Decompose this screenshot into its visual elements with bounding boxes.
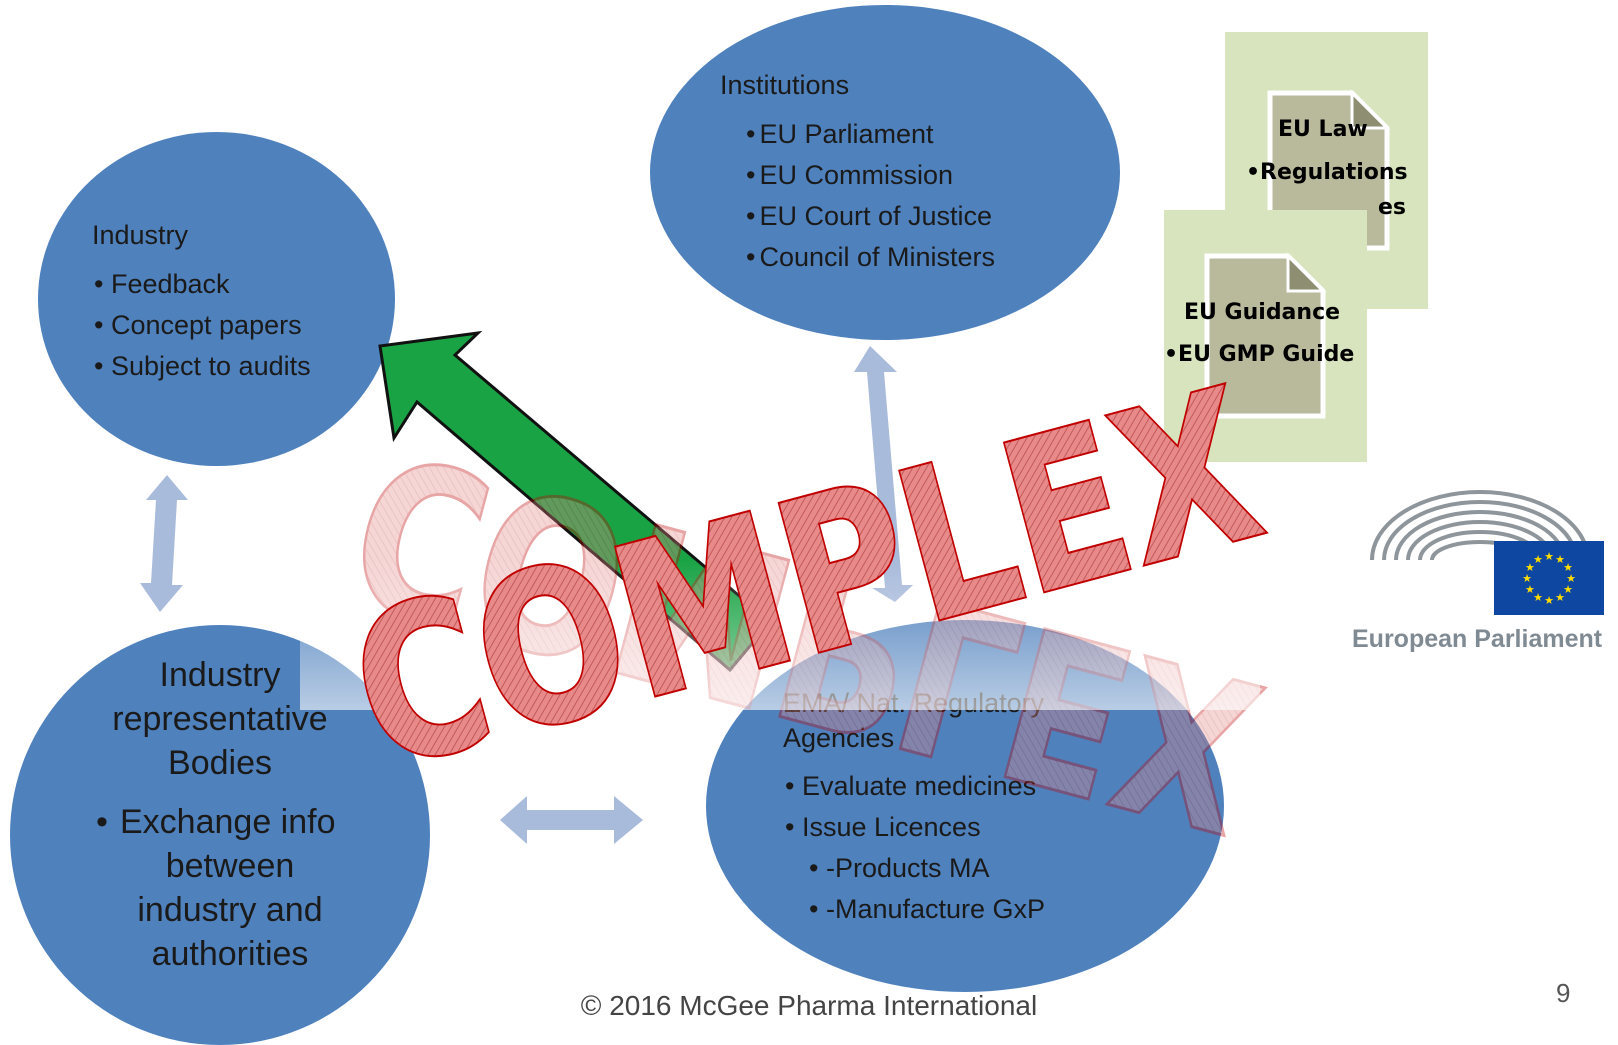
eu-star-icon: ★ xyxy=(1544,595,1554,607)
page-number: 9 xyxy=(1556,978,1571,1008)
eu-star-icon: ★ xyxy=(1563,562,1573,574)
eu-law-title: EU Law xyxy=(1278,117,1368,142)
agencies-subitem-products: -Products MA xyxy=(809,848,990,888)
industry-item-feedback: Feedback xyxy=(94,264,230,304)
eu-star-icon: ★ xyxy=(1533,554,1543,566)
eu-star-icon: ★ xyxy=(1555,592,1565,604)
institutions-item-commission: EU Commission xyxy=(746,155,953,195)
connector-left-vertical xyxy=(140,475,188,612)
representative-bullet-1: Exchange info xyxy=(120,803,336,841)
agencies-item-issue: Issue Licences xyxy=(785,807,981,847)
connector-bottom-horizontal xyxy=(500,796,643,844)
eu-star-icon: ★ xyxy=(1555,554,1565,566)
eu-guidance-title: EU Guidance xyxy=(1184,300,1341,325)
eu-star-icon: ★ xyxy=(1525,562,1535,574)
eu-flag-icon xyxy=(1494,541,1604,615)
eu-law-item-regulations: •Regulations xyxy=(1246,160,1408,185)
connector-right-vertical xyxy=(854,346,913,602)
eu-law-item-partial: es xyxy=(1378,195,1407,220)
institutions-item-court: EU Court of Justice xyxy=(746,196,992,236)
representative-bullet-dot: • xyxy=(96,803,108,841)
eu-star-icon: ★ xyxy=(1522,573,1532,585)
footer-copyright: © 2016 McGee Pharma International xyxy=(580,990,1038,1021)
european-parliament-label: European Parliament xyxy=(1352,625,1603,653)
industry-title: Industry xyxy=(92,220,189,250)
representative-bullet-2: between xyxy=(165,847,295,885)
institutions-item-council: Council of Ministers xyxy=(746,237,995,277)
representative-bullet-3: industry and xyxy=(137,891,323,929)
eu-star-icon: ★ xyxy=(1563,584,1573,596)
representative-title-1: Industry xyxy=(159,656,281,694)
industry-item-audits: Subject to audits xyxy=(94,346,311,386)
institutions-title: Institutions xyxy=(720,70,850,100)
eu-guidance-item-gmp: •EU GMP Guide xyxy=(1164,342,1355,367)
representative-bullet-4: authorities xyxy=(151,935,309,973)
eu-star-icon: ★ xyxy=(1544,551,1554,563)
agencies-item-evaluate: Evaluate medicines xyxy=(785,766,1036,806)
agencies-title-2: Agencies xyxy=(783,723,895,753)
institutions-item-parliament: EU Parliament xyxy=(746,114,933,154)
industry-item-concept: Concept papers xyxy=(94,305,302,345)
representative-title-2: representative xyxy=(112,700,328,738)
agencies-subitem-manufacture: -Manufacture GxP xyxy=(809,889,1045,929)
eu-star-icon: ★ xyxy=(1566,573,1576,585)
eu-star-icon: ★ xyxy=(1533,592,1543,604)
representative-title-3: Bodies xyxy=(168,744,272,782)
eu-star-icon: ★ xyxy=(1525,584,1535,596)
